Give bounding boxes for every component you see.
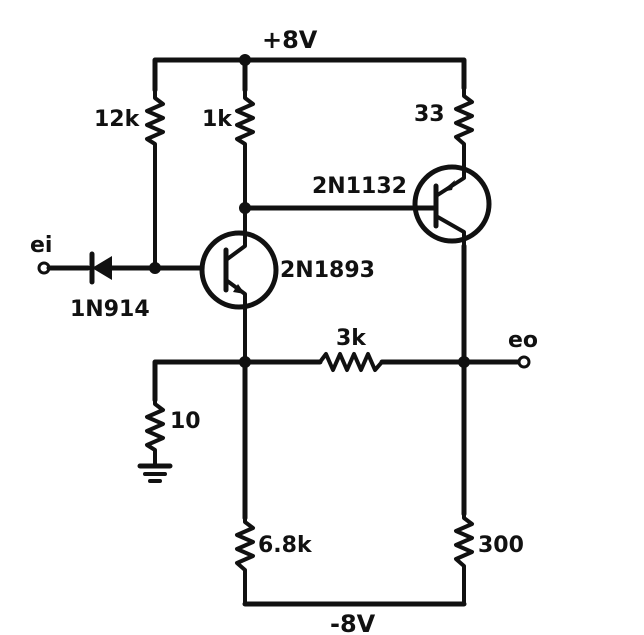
transistor-q1 [199,206,279,362]
resistor-10 [145,398,165,466]
input-label: ei [30,233,52,258]
output-terminal[interactable] [517,355,531,369]
resistor-10-label: 10 [170,409,201,434]
ground-symbol [137,463,173,483]
resistor-33-label: 33 [414,102,445,127]
emitter-node-wiring [152,352,523,403]
q2-label: 2N1132 [312,174,407,199]
transistor-q2 [412,164,492,248]
resistor-1k-label: 1k [202,107,233,132]
resistor-1k [235,88,255,210]
q1-label: 2N1893 [280,258,375,283]
resistor-6-8k [235,359,255,606]
collector-to-q2-base-wire [239,202,439,214]
resistor-33 [454,86,474,168]
resistor-12k-label: 12k [94,107,141,132]
resistor-300-label: 300 [478,533,524,558]
resistor-12k [145,88,165,270]
resistor-3k-label: 3k [336,326,367,351]
resistor-6-8k-label: 6.8k [258,533,313,558]
negative-supply-label: -8V [330,610,376,635]
diode-1n914 [46,251,203,285]
diode-label: 1N914 [70,297,150,322]
output-label: eo [508,328,538,353]
resistor-300 [454,359,474,606]
positive-supply-label: +8V [262,26,318,54]
positive-supply-rail [152,54,467,93]
